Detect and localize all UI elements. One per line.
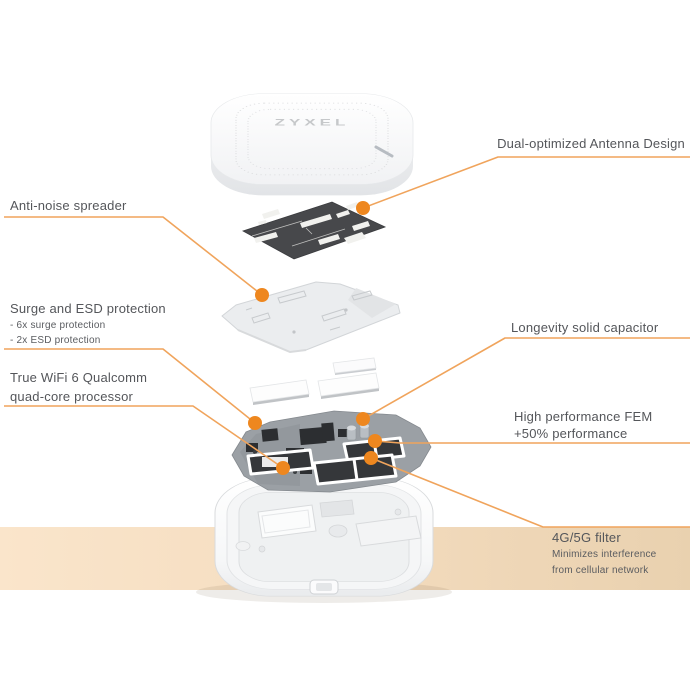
callout-lines bbox=[4, 156, 690, 528]
callout-dot-fem bbox=[368, 434, 382, 448]
fem-line-1: High performance FEM bbox=[514, 409, 653, 424]
vent-dot-ring-outer bbox=[235, 102, 389, 176]
callout-line-fem bbox=[374, 440, 690, 444]
fem-line-2: +50% performance bbox=[514, 426, 628, 441]
filter-desc-2: from cellular network bbox=[552, 564, 649, 576]
callout-dot-wifi6 bbox=[276, 461, 290, 475]
callout-dot-capacitor bbox=[356, 412, 370, 426]
bottom-housing bbox=[196, 477, 452, 603]
callout-label-capacitor: Longevity solid capacitor bbox=[511, 320, 659, 335]
top-cover: ZYXEL bbox=[210, 93, 414, 196]
callout-line-capacitor bbox=[362, 337, 690, 420]
callout-line-antenna bbox=[362, 156, 690, 209]
antenna-board bbox=[241, 201, 387, 260]
callout-label-anti-noise: Anti-noise spreader bbox=[10, 198, 127, 213]
capacitor-components bbox=[346, 423, 370, 441]
zyxel-logo-text: ZYXEL bbox=[275, 117, 350, 127]
vent-dot-ring-inner bbox=[247, 108, 377, 170]
callout-line-filter bbox=[370, 457, 690, 528]
callout-line-wifi6 bbox=[4, 405, 284, 469]
shield-plate bbox=[221, 281, 401, 354]
surge-bullet-1: - 6x surge protection bbox=[10, 320, 106, 331]
wifi6-line-2: quad-core processor bbox=[10, 389, 134, 404]
callout-line-surge bbox=[4, 348, 256, 424]
callout-label-antenna-design: Dual-optimized Antenna Design bbox=[497, 136, 685, 151]
callout-dot-surge bbox=[248, 416, 262, 430]
callout-dot-filter bbox=[364, 451, 378, 465]
callout-dot-anti-noise bbox=[255, 288, 269, 302]
callout-dot-antenna bbox=[356, 201, 370, 215]
callout-label-fem: High performance FEM +50% performance bbox=[514, 408, 652, 442]
filter-desc-1: Minimizes interference bbox=[552, 549, 657, 560]
callout-dots bbox=[248, 201, 382, 475]
wifi6-line-1: True WiFi 6 Qualcomm bbox=[10, 370, 148, 385]
led-indicator bbox=[374, 145, 394, 158]
surge-esd-title: Surge and ESD protection bbox=[10, 301, 166, 316]
callout-label-surge-esd: Surge and ESD protection - 6x surge prot… bbox=[10, 300, 166, 347]
filter-title: 4G/5G filter bbox=[552, 530, 621, 545]
shield-covers bbox=[249, 357, 380, 405]
callout-label-wifi6: True WiFi 6 Qualcomm quad-core processor bbox=[10, 368, 147, 406]
callout-line-anti-noise bbox=[4, 216, 263, 296]
surge-bullet-2: - 2x ESD protection bbox=[10, 335, 101, 346]
callout-label-cellular-filter: 4G/5G filter Minimizes interference from… bbox=[552, 529, 656, 577]
